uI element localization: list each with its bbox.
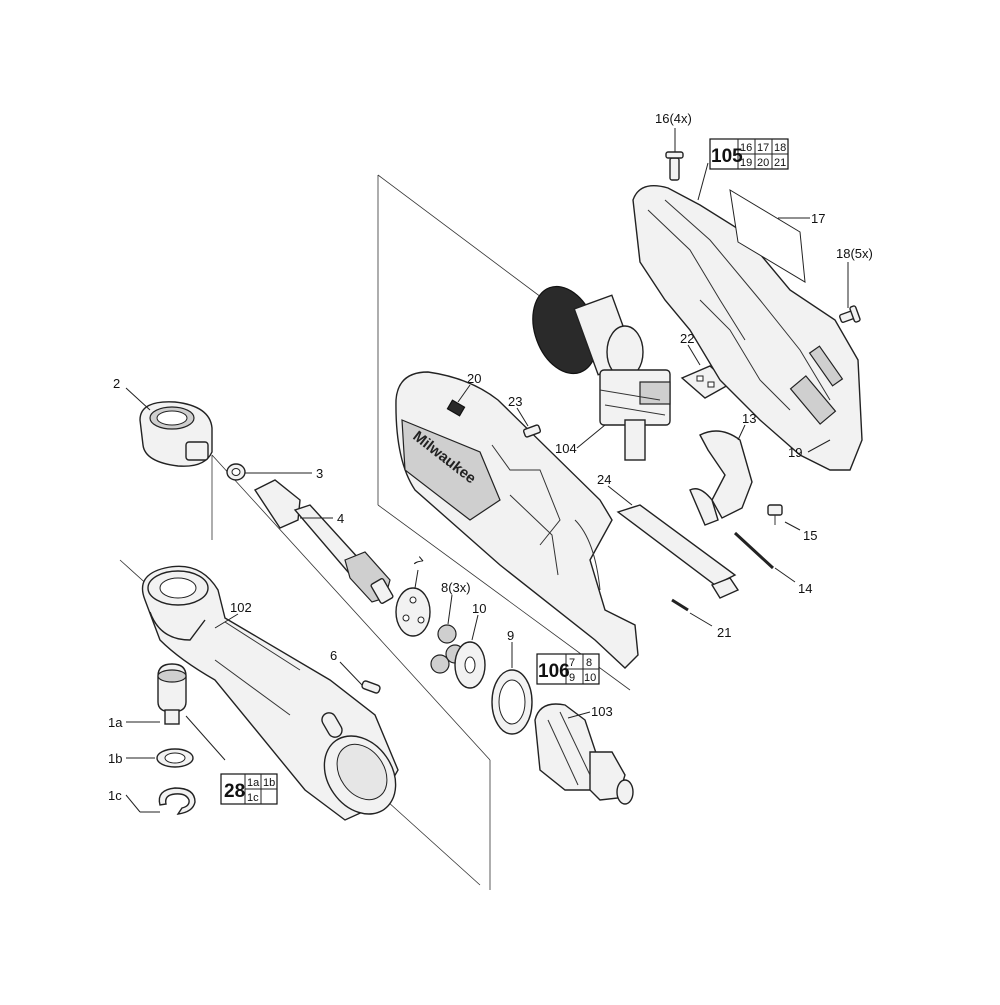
- label-10: 10: [472, 601, 486, 616]
- part-20-switch: [446, 399, 466, 417]
- label-21: 21: [717, 625, 731, 640]
- part-21-pin: [671, 598, 689, 612]
- part-labels: 1a 1b 1c 2 3 4 6 7 8(3x) 9 10 13 14 15 1…: [108, 111, 873, 803]
- part-1c-clip: [158, 787, 196, 815]
- kit-106-id: 106: [538, 661, 570, 682]
- label-24: 24: [597, 472, 611, 487]
- kit-106-item-1: 7: [569, 657, 575, 669]
- part-1a-anvil: [157, 663, 187, 725]
- part-15-screw: [767, 504, 783, 525]
- kit-box-106: 106 7 8 9 10: [536, 653, 600, 685]
- kit-28-id: 28: [224, 781, 245, 802]
- part-104-motor: [532, 285, 671, 461]
- part-19-upper-housing: [632, 185, 863, 471]
- label-7: 7: [410, 554, 426, 569]
- part-24-strip: [616, 504, 740, 599]
- label-104: 104: [555, 441, 577, 456]
- part-13-bracket: [689, 430, 753, 526]
- label-20: 20: [467, 371, 481, 386]
- kit-106-item-4: 10: [584, 672, 596, 684]
- part-6-pin: [361, 680, 381, 694]
- label-9: 9: [507, 628, 514, 643]
- part-4-shaft: [253, 479, 394, 604]
- kit-105-item-1: 16: [740, 142, 752, 154]
- part-16-screw: [665, 151, 684, 181]
- label-14: 14: [798, 581, 812, 596]
- kit-box-105: 105 16 17 18 19 20 21: [709, 138, 789, 170]
- guide-line-mid-top: [377, 174, 566, 316]
- label-16: 16(4x): [655, 111, 692, 126]
- part-14-pin: [733, 531, 775, 570]
- label-103: 103: [591, 704, 613, 719]
- kit-105-item-6: 21: [774, 157, 786, 169]
- label-1b: 1b: [108, 751, 122, 766]
- label-19: 19: [788, 445, 802, 460]
- label-1a: 1a: [108, 715, 123, 730]
- part-17-label: [729, 189, 806, 283]
- label-8: 8(3x): [441, 580, 471, 595]
- kit-28-item-2: 1b: [263, 777, 275, 789]
- part-10-washer: [454, 641, 486, 689]
- main-housing-shell: Milwaukee: [395, 371, 639, 669]
- label-4: 4: [337, 511, 344, 526]
- kit-105-item-3: 18: [774, 142, 786, 154]
- part-102-housing: [141, 565, 399, 821]
- kit-105-item-2: 17: [757, 142, 769, 154]
- kit-105-item-5: 20: [757, 157, 769, 169]
- label-102: 102: [230, 600, 252, 615]
- kit-box-28: 28 1a 1b 1c: [220, 773, 278, 805]
- label-18: 18(5x): [836, 246, 873, 261]
- guide-line-left: [211, 454, 491, 761]
- part-7-carrier: [395, 587, 431, 637]
- label-23: 23: [508, 394, 522, 409]
- label-3: 3: [316, 466, 323, 481]
- label-22: 22: [680, 331, 694, 346]
- kit-106-item-3: 9: [569, 672, 575, 684]
- label-17: 17: [811, 211, 825, 226]
- kit-28-item-1: 1a: [247, 777, 260, 789]
- part-9-ring-gear: [491, 669, 533, 735]
- kit-105-item-4: 19: [740, 157, 752, 169]
- part-3-ring: [226, 463, 246, 481]
- label-2: 2: [113, 376, 120, 391]
- label-6: 6: [330, 648, 337, 663]
- kit-28-item-3: 1c: [247, 792, 259, 804]
- part-23-button: [522, 424, 542, 438]
- kit-105-id: 105: [711, 146, 743, 167]
- label-1c: 1c: [108, 788, 122, 803]
- part-2-yoke: [139, 401, 213, 467]
- label-13: 13: [742, 411, 756, 426]
- label-15: 15: [803, 528, 817, 543]
- kit-106-item-2: 8: [586, 657, 592, 669]
- part-18-screw: [839, 305, 861, 323]
- part-103-gearbox: [534, 703, 634, 805]
- part-1b-washer: [156, 748, 194, 768]
